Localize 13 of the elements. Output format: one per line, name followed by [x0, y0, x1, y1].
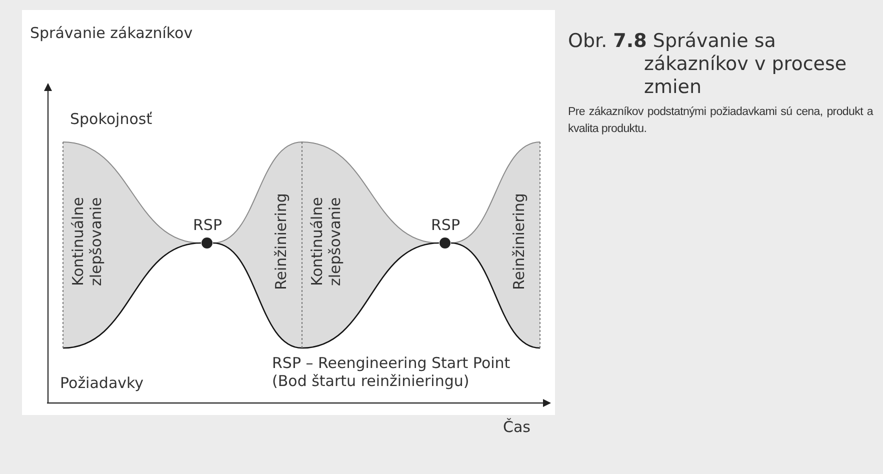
- region-label: Reinžiniering: [510, 192, 528, 292]
- axis-label: Čas: [503, 418, 530, 436]
- region-label: Kontinuálne zlepšovanie: [69, 196, 105, 288]
- axis-label: Spokojnosť: [70, 110, 152, 128]
- point-label: RSP: [193, 216, 222, 234]
- point-label: RSP: [431, 216, 460, 234]
- region-label: Reinžiniering: [272, 192, 290, 292]
- figure-title: Obr. 7.8 Správanie sa zákazníkov v procese zmien: [568, 30, 848, 99]
- region-label: Kontinuálne zlepšovanie: [308, 196, 344, 288]
- note: RSP – Reengineering Start Point (Bod štartu reinžinieringu): [272, 354, 512, 390]
- axis-title: Správanie zákazníkov: [30, 24, 193, 42]
- axis-label: Požiadavky: [60, 374, 144, 392]
- caption: Pre zákazníkov podstatnými požiadavkami sú cena, produkt a kvalita produktu.: [568, 105, 873, 137]
